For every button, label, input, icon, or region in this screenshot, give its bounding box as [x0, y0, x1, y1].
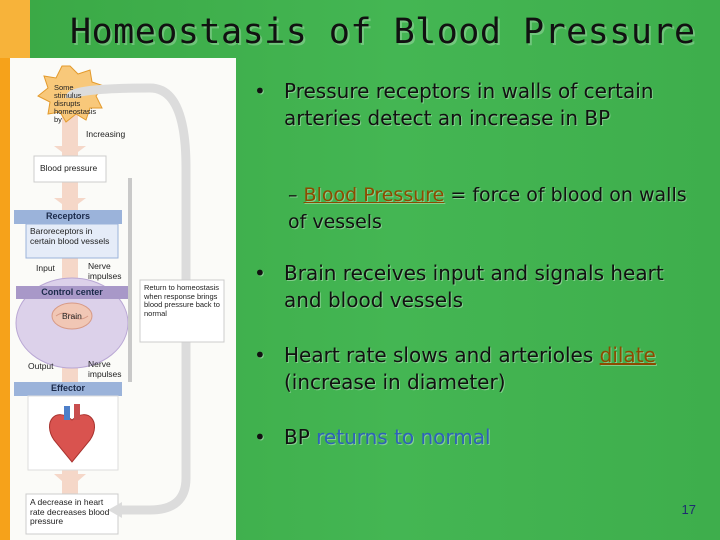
nerve-impulses-input-label: Nerve impulses — [88, 261, 122, 281]
return-note-label: Return to homeostasis when response brin… — [144, 283, 220, 318]
bullet-dot: • — [254, 343, 266, 367]
blood-pressure-box — [33, 155, 107, 183]
return-note-box — [139, 279, 225, 343]
receptors-title: Receptors — [45, 211, 90, 221]
result-box — [25, 493, 119, 535]
bullet-3-pre: Heart rate slows and arterioles — [284, 343, 594, 367]
bullet-3-rest: (increase in diameter) — [284, 370, 506, 394]
baroreceptors-box — [25, 223, 119, 259]
blood-pressure-term: Blood Pressure — [303, 184, 445, 206]
increasing-label: Increasing — [86, 129, 126, 139]
sub-bullet-dash: – — [288, 184, 298, 206]
slide-title: Homeostasis of Blood Pressure — [70, 12, 696, 52]
accent-strip-top — [0, 0, 30, 58]
receptors-bar — [14, 210, 122, 224]
returns-to-normal-term: returns to normal — [316, 425, 491, 449]
homeostasis-diagram: Some stimulus disrupts homeostasis by In… — [10, 58, 236, 540]
control-center-title: Control center — [41, 287, 103, 297]
effector-title: Effector — [50, 383, 85, 393]
result-label: A decrease in heart rate decreases blood… — [30, 497, 110, 526]
page-number: 17 — [681, 502, 696, 517]
flow-arrow-head-1 — [54, 146, 86, 158]
blood-pressure-label: Blood pressure — [40, 163, 98, 173]
effector-bar — [14, 382, 122, 396]
bullet-3-text: Heart rate slows and arterioles dilate (… — [284, 342, 704, 396]
bullet-dot: • — [254, 79, 266, 103]
sub-bullet-1-rest: = force of blood on walls of vessels — [288, 184, 687, 233]
bullet-4-pre: BP — [284, 425, 310, 449]
output-label: Output — [28, 361, 54, 371]
baroreceptors-label: Baroreceptors in certain blood vessels — [30, 226, 110, 246]
control-center-bar — [16, 286, 128, 299]
brain-label: Brain — [62, 311, 82, 321]
diagram-graphics — [14, 65, 225, 535]
bullet-dot: • — [254, 261, 266, 285]
flow-arrow-head-2 — [54, 198, 86, 210]
bullet-2-text: Brain receives input and signals heart a… — [284, 261, 664, 312]
bullet-dot: • — [254, 425, 266, 449]
feedback-loop — [65, 83, 191, 515]
input-label: Input — [36, 263, 55, 273]
bullet-1-text: Pressure receptors in walls of certain a… — [284, 79, 654, 130]
bullet-4-text: BP returns to normal — [284, 424, 704, 451]
stimulus-label: Some stimulus disrupts homeostasis by — [54, 83, 97, 124]
heart-shape — [49, 414, 95, 463]
dilate-term: dilate — [599, 343, 656, 367]
sub-bullet-1: – Blood Pressure = force of blood on wal… — [288, 182, 708, 236]
flow-arrow-head-3 — [54, 474, 86, 488]
nerve-impulses-output-label: Nerve impulses — [88, 359, 122, 379]
